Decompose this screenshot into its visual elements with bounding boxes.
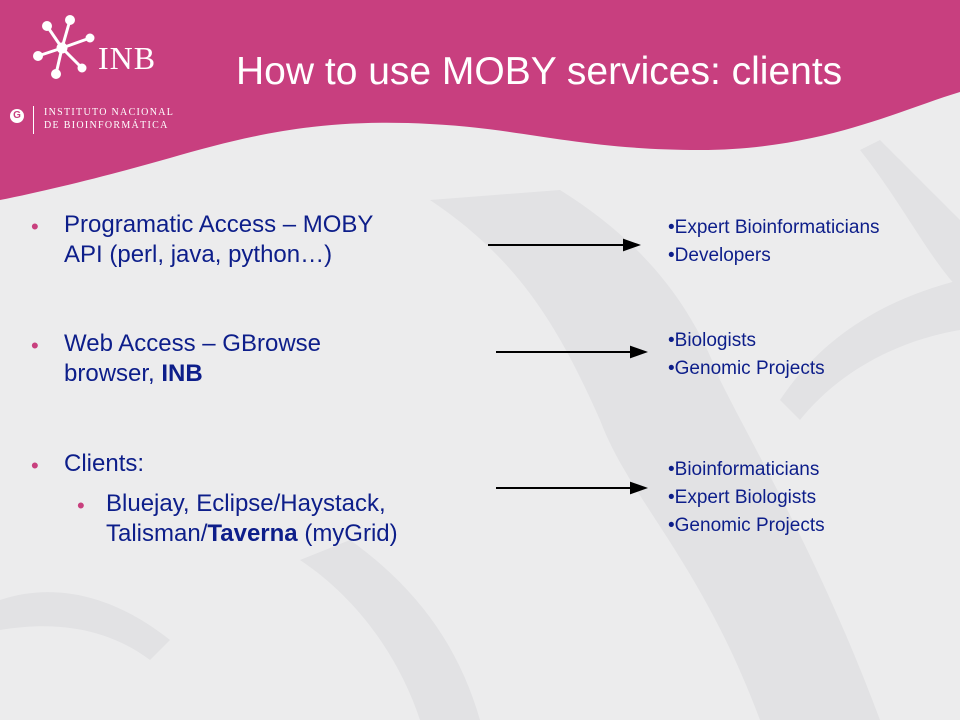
institute-divider (33, 106, 34, 134)
bullet-line: Clients: (64, 450, 145, 477)
institute-line-1: INSTITUTO NACIONAL (44, 107, 175, 118)
sub-bullet-clients-list: Bluejay, Eclipse/Haystack, Talisman/Tave… (106, 489, 398, 549)
slide-title: How to use MOBY services: clients (236, 50, 843, 93)
audience-item: •Genomic Projects (668, 515, 825, 536)
arrows (488, 238, 648, 495)
bullet-text: (myGrid) (297, 520, 398, 547)
bullet-marker: • (31, 214, 39, 239)
audience-list-programmatic: •Expert Bioinformaticians •Developers (668, 214, 880, 270)
audience-item: •Expert Bioinformaticians (668, 217, 880, 238)
bullet-line: Web Access – GBrowse (64, 330, 321, 357)
bullet-clients: Clients: (64, 449, 144, 479)
bullet-marker: • (31, 333, 39, 358)
inb-logo-text: INB (98, 40, 157, 76)
bullet-marker: • (31, 453, 39, 478)
audience-item: •Developers (668, 245, 771, 266)
inb-star-icon (33, 15, 95, 79)
bullet-bold-text: INB (161, 360, 203, 387)
bullet-line: Programatic Access – MOBY (64, 211, 374, 238)
header-band (0, 0, 960, 200)
bullet-line: browser, INB (64, 359, 321, 389)
bullet-line: API (perl, java, python…) (64, 241, 333, 268)
audience-item: •Genomic Projects (668, 358, 825, 379)
bullet-text: Talisman/ (106, 520, 208, 547)
audience-item: •Bioinformaticians (668, 459, 820, 480)
audience-item: •Biologists (668, 330, 756, 351)
background-decoration (0, 140, 960, 720)
bullet-text: browser, (64, 360, 162, 387)
audience-list-clients: •Bioinformaticians •Expert Biologists •G… (668, 456, 825, 540)
bullet-bold-text: Taverna (207, 520, 298, 547)
bullet-line: Talisman/Taverna (myGrid) (106, 519, 398, 549)
audience-list-web: •Biologists •Genomic Projects (668, 327, 825, 383)
institute-name: INSTITUTO NACIONAL DE BIOINFORMÁTICA (44, 106, 174, 132)
bullet-programmatic-access: Programatic Access – MOBY API (perl, jav… (64, 210, 373, 270)
institute-mark: G (10, 109, 24, 123)
sub-bullet-marker: • (77, 493, 85, 518)
bullet-web-access: Web Access – GBrowse browser, INB (64, 329, 321, 389)
bullet-line: Bluejay, Eclipse/Haystack, (106, 490, 386, 517)
institute-line-2: DE BIOINFORMÁTICA (44, 120, 169, 131)
audience-item: •Expert Biologists (668, 487, 817, 508)
